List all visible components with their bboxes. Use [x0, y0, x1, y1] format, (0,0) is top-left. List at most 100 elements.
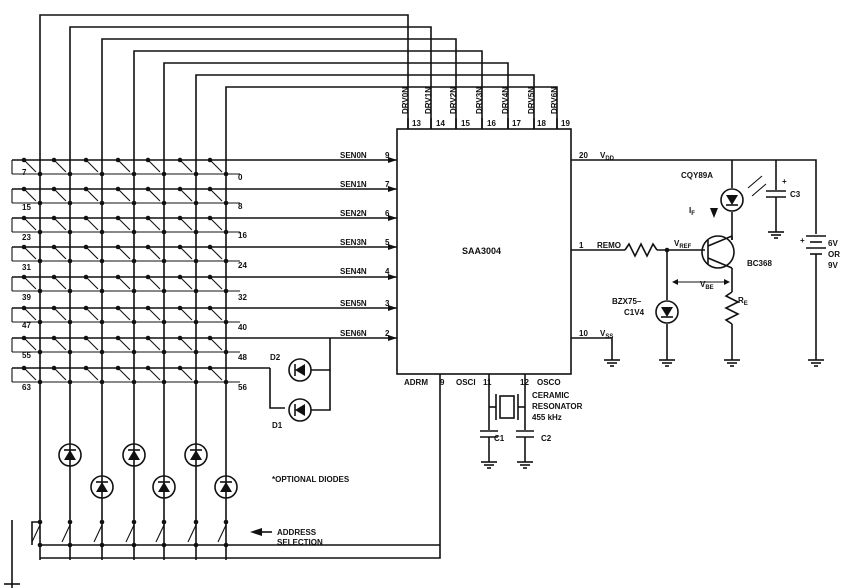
c1-label: C1: [494, 434, 505, 443]
drive-line-6: [225, 86, 558, 560]
d2-label: D2: [270, 353, 281, 362]
d2-diode-icon: [288, 358, 312, 382]
key-switch: [53, 159, 67, 173]
drv5n-label: DRV5N: [527, 87, 536, 114]
addr-node: [193, 542, 199, 548]
key-switch: [209, 367, 223, 381]
drv2n-label: DRV2N: [449, 87, 458, 114]
c3-label: C3: [790, 190, 801, 199]
optional-diode-icon-1-body: [128, 450, 140, 460]
addr-node: [223, 519, 229, 525]
key-switch: [117, 337, 131, 351]
sen1n-label: SEN1N: [340, 180, 367, 189]
drv3n-pin: 16: [487, 119, 496, 128]
d2-diode-icon-body: [295, 364, 305, 376]
key-switch: [23, 217, 37, 231]
sen0n-label: SEN0N: [340, 151, 367, 160]
remo-pin-number: 1: [579, 241, 584, 250]
transistor-collector: [707, 235, 733, 247]
address-switch: [187, 524, 197, 543]
addr-node: [67, 542, 73, 548]
key-switch: [85, 159, 99, 173]
addr-node: [223, 542, 229, 548]
row-label-left: 47: [22, 321, 31, 330]
drv6n-label: DRV6N: [550, 87, 559, 114]
battery-plus-sign: +: [800, 236, 805, 245]
key-switch: [23, 188, 37, 202]
vref-label: VREF: [674, 239, 692, 250]
drv1n-pin: 14: [436, 119, 445, 128]
address-switch: [61, 524, 71, 543]
key-switch: [117, 159, 131, 173]
resonator-label-2: RESONATOR: [532, 402, 583, 411]
sense-arrow-6: [388, 335, 397, 341]
optional-diode-icon-5: [214, 475, 238, 499]
key-matrix: [11, 157, 240, 548]
vbe-label: VBE: [700, 280, 714, 291]
optional-diode-icon-4: [152, 475, 176, 499]
osci-pin-number: 11: [483, 378, 492, 387]
row-label-right: 8: [238, 202, 243, 211]
address-switch: [125, 524, 135, 543]
sen6n-pin: 2: [385, 329, 390, 338]
key-switch: [179, 307, 193, 321]
key-switch: [147, 188, 161, 202]
key-switch: [179, 337, 193, 351]
addr-node: [131, 519, 137, 525]
d1-diode-icon-body: [295, 404, 305, 416]
d1-label: D1: [272, 421, 283, 430]
zener-diode-icon: [655, 300, 679, 324]
zener-diode-icon-ring: [655, 300, 679, 324]
light-ray: [751, 183, 767, 197]
led-diode-icon-body: [726, 195, 738, 205]
d1-right-wire: [311, 370, 331, 411]
resonator-label-3: 455 kHz: [532, 413, 562, 422]
drive-line-0: [39, 14, 409, 560]
key-switch: [117, 188, 131, 202]
sen4n-label: SEN4N: [340, 267, 367, 276]
row-label-left: 23: [22, 233, 31, 242]
key-switch: [53, 276, 67, 290]
key-switch: [117, 276, 131, 290]
key-switch: [209, 337, 223, 351]
sen5n-label: SEN5N: [340, 299, 367, 308]
address-switch: [217, 524, 227, 543]
optional-diode-icon-2-ring: [184, 443, 208, 467]
key-switch: [209, 188, 223, 202]
addr-node: [99, 519, 105, 525]
key-switch: [147, 337, 161, 351]
key-switch: [179, 188, 193, 202]
led-diode-icon-ring: [720, 188, 744, 212]
optional-diode-icon-1: [122, 443, 146, 467]
drv1n-label: DRV1N: [424, 87, 433, 114]
key-switch: [85, 337, 99, 351]
row-label-left: 7: [22, 168, 27, 177]
sen1n-pin: 7: [385, 180, 390, 189]
d1-diode-icon: [288, 398, 312, 422]
key-switch: [85, 276, 99, 290]
address-selection-label-2: SELECTION: [277, 538, 323, 547]
sen4n-pin: 4: [385, 267, 390, 276]
address-arrow-icon: [250, 528, 262, 536]
drive-pin-labels: DRV0N DRV1N DRV2N DRV3N DRV4N DRV5N DRV6…: [401, 87, 559, 114]
ic-body: [396, 128, 572, 375]
vbe-arrow-right-icon: [724, 279, 730, 285]
drive-line-2: [101, 38, 457, 560]
vbe-arrow-left-icon: [672, 279, 678, 285]
battery-label-3: 9V: [828, 261, 838, 270]
sen6n-label: SEN6N: [340, 329, 367, 338]
key-switch: [23, 276, 37, 290]
key-switch: [179, 217, 193, 231]
optional-diode-icon-2: [184, 443, 208, 467]
drv4n-pin: 17: [512, 119, 521, 128]
address-selection-label-1: ADDRESS: [277, 528, 317, 537]
row-label-right: 56: [238, 383, 247, 392]
addr-node: [67, 519, 73, 525]
drive-line-3: [133, 50, 483, 560]
sense-arrow-0: [388, 157, 397, 163]
sense-pin-labels: SEN0N SEN1N SEN2N SEN3N SEN4N SEN5N SEN6…: [340, 151, 367, 338]
adrm-wire: [40, 374, 441, 559]
key-switch: [85, 367, 99, 381]
key-switch: [147, 367, 161, 381]
